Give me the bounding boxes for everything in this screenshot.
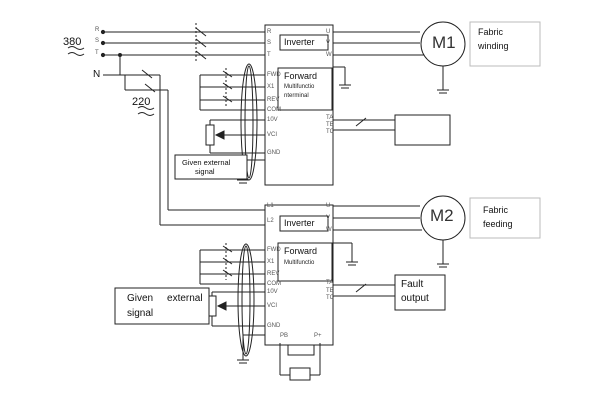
drive2-pin-l1: L1 — [267, 203, 274, 209]
drive2-pin-rev: REV — [267, 271, 280, 277]
drive2-pin-10v: 10V — [267, 289, 278, 295]
drive2-pin-pb: PB — [280, 333, 289, 339]
phase-t-label: T — [95, 50, 99, 56]
drive1-pin-s: S — [267, 40, 272, 46]
drive2-pin-tb: TB — [326, 288, 334, 294]
drive1-pin-tc: TC — [326, 129, 334, 135]
drive2-inverter-label: Inverter — [284, 218, 315, 228]
drive2-pin-l2: L2 — [267, 218, 274, 224]
fault-line1: Fault — [401, 279, 424, 290]
drive1-pin-t: T — [267, 52, 271, 58]
signal2-line2: signal — [127, 308, 154, 319]
drive1-pin-u: U — [326, 29, 331, 35]
drive2-pin-w: W — [326, 227, 332, 233]
three-phase-voltage: 380 — [63, 36, 82, 48]
drive1-pin-10v: 10V — [267, 117, 278, 123]
drive2-pin-vci: VCI — [267, 303, 278, 309]
drive2-pin-fwd: FWD — [267, 247, 281, 253]
drive1-pin-ta: TA — [326, 115, 334, 121]
drive1-pin-com: COM — [267, 107, 281, 113]
motor1-caption-line1: Fabric — [478, 27, 504, 37]
signal2-line1: Given external — [127, 293, 203, 304]
drive1-pin-tb: TB — [326, 122, 334, 128]
drive1-pin-vci: VCI — [267, 132, 278, 138]
phase-r-label: R — [95, 27, 100, 33]
drive1-terminal-label: nterminal — [284, 93, 309, 99]
drive2-pin-gnd: GND — [267, 323, 281, 329]
drive2-pin-tc: TC — [326, 295, 334, 301]
signal1-line1: Given external — [182, 158, 231, 167]
drive1-forward-label: Forward — [284, 71, 318, 81]
drive2-pin-v: V — [326, 215, 331, 221]
drive2-multifunction-label: Multifunctio — [284, 260, 315, 266]
neutral-label: N — [93, 69, 101, 80]
drive1-pin-rev: REV — [267, 97, 280, 103]
phase-s-label: S — [95, 38, 100, 44]
single-phase-voltage: 220 — [132, 96, 151, 108]
motor2-caption-line1: Fabric — [483, 205, 509, 215]
motor2-caption-line2: feeding — [483, 219, 513, 229]
drive1-pin-x1: X1 — [267, 84, 275, 90]
drive1-pin-fwd: FWD — [267, 72, 281, 78]
drive2-forward-label: Forward — [284, 246, 318, 256]
drive2-pin-p-plus: P+ — [314, 333, 322, 339]
motor1-label: M1 — [432, 33, 456, 52]
drive2-pin-com: COM — [267, 281, 281, 287]
drive1-pin-r: R — [267, 29, 272, 35]
drive1-pin-v: V — [326, 40, 331, 46]
signal1-line2: signal — [195, 167, 215, 176]
drive2-pin-u: U — [326, 203, 331, 209]
fault-line2: output — [401, 293, 429, 304]
drive1-multifunction-label: Multifunctio — [284, 84, 315, 90]
drive2-pin-ta: TA — [326, 280, 334, 286]
motor2-label: M2 — [430, 206, 454, 225]
drive2-pin-x1: X1 — [267, 259, 275, 265]
drive1-pin-w: W — [326, 52, 332, 58]
drive1-inverter-label: Inverter — [284, 37, 315, 47]
motor1-caption-line2: winding — [478, 41, 509, 51]
drive1-pin-gnd: GND — [267, 150, 281, 156]
